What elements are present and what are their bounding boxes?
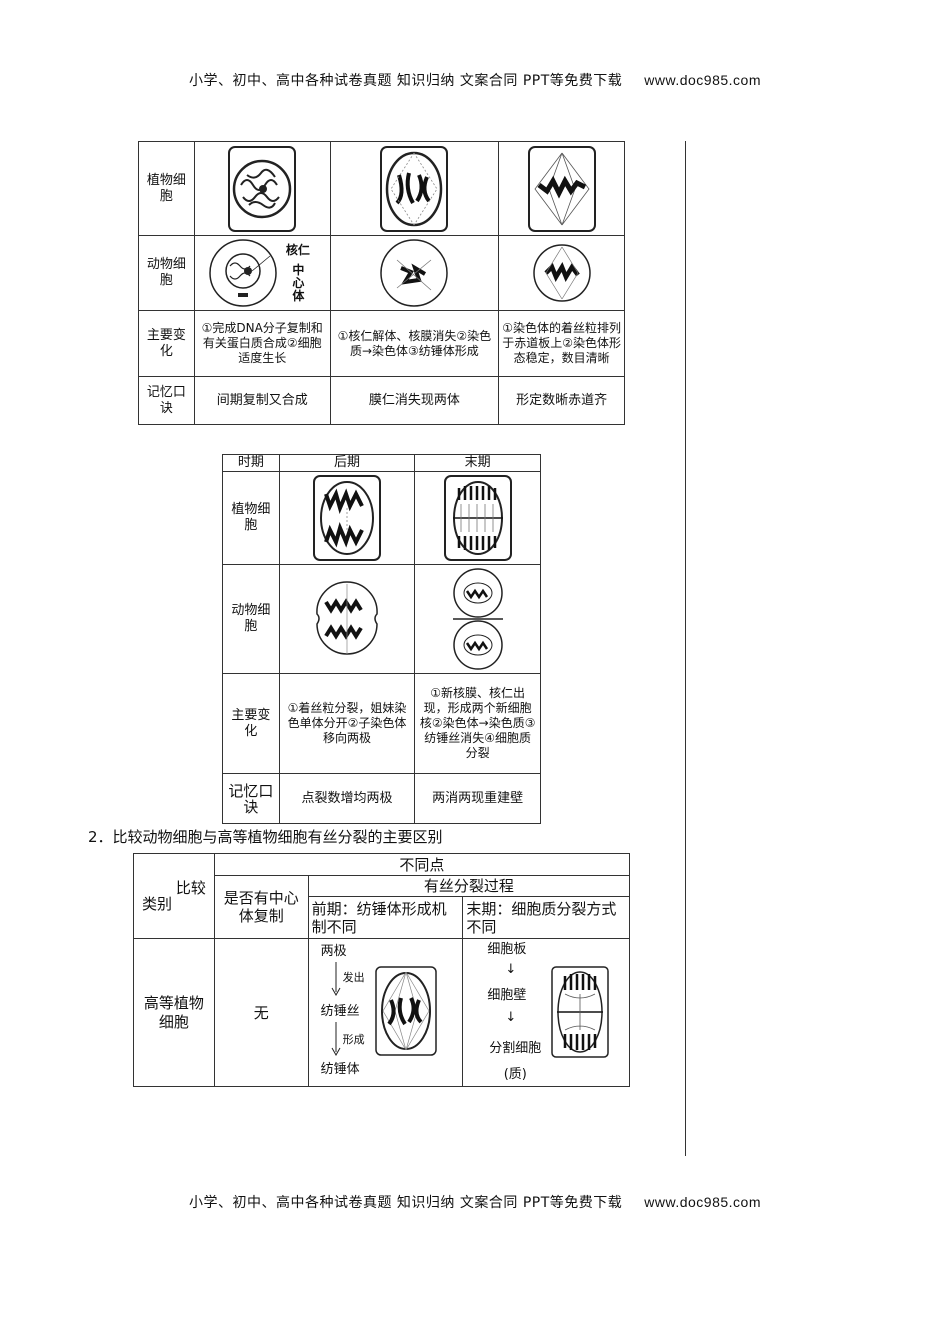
header-text: 小学、初中、高中各种试卷真题 知识归纳 文案合同 PPT等免费下载: [188, 73, 623, 89]
flow-two-poles: 两极: [320, 943, 347, 959]
corner-top: 比较: [175, 879, 206, 897]
label-nucleolus: 核仁: [285, 243, 310, 257]
row-label-animal: 动物细胞: [222, 564, 280, 674]
page-footer: 小学、初中、高中各种试卷真题 知识归纳 文案合同 PPT等免费下载 www.doc…: [0, 1192, 950, 1212]
row-label-mnemonic: 记忆口诀: [222, 773, 280, 824]
mnemonic-metaphase: 形定数晰赤道齐: [498, 376, 625, 425]
animal-prophase-image: [329, 235, 500, 311]
prophase-header: 前期：纺锤体形成机制不同: [307, 896, 464, 939]
animal-metaphase-image: [498, 235, 625, 311]
row-label-plant: 植物细胞: [138, 141, 195, 236]
plant-telophase-image: [414, 471, 541, 565]
plant-anaphase-image: [278, 471, 416, 565]
section-title: 2．比较动物细胞与高等植物细胞有丝分裂的主要区别: [88, 828, 443, 846]
row-label-animal: 动物细胞: [138, 235, 195, 311]
flow-spindle-fiber: 纺锤丝: [320, 1003, 360, 1019]
arrow-down-icon: [331, 1021, 341, 1056]
centrosome-header: 是否有中心体复制: [213, 875, 309, 939]
change-prophase: ①核仁解体、核膜消失②染色质→染色体③纺锤体形成: [329, 310, 500, 377]
flow-cell-wall: 细胞壁: [487, 987, 527, 1003]
centrosome-value: 无: [213, 938, 309, 1087]
animal-interphase-image: 核仁 中心体: [193, 235, 331, 311]
change-anaphase: ①着丝粒分裂，姐妹染色单体分开②子染色体移向两极: [278, 673, 416, 774]
flow-spindle: 纺锤体: [320, 1061, 360, 1077]
mitosis-table-early: 植物细胞 动物细胞 核仁 中心体 主要变化 ①完成DNA分子复制和有关蛋白质合成…: [138, 141, 625, 425]
change-telophase: ①新核膜、核仁出现，形成两个新细胞核②染色体→染色质③纺锤丝消失④细胞质分裂: [414, 673, 541, 774]
footer-text: 小学、初中、高中各种试卷真题 知识归纳 文案合同 PPT等免费下载: [188, 1195, 623, 1211]
corner-bottom: 类别: [142, 895, 173, 913]
arrow-down-icon: [331, 961, 341, 996]
mnemonic-interphase: 间期复制又合成: [193, 376, 331, 425]
mnemonic-telophase: 两消两现重建壁: [414, 773, 541, 824]
plant-metaphase-image: [498, 141, 625, 236]
process-header: 有丝分裂过程: [307, 875, 631, 897]
comparison-table: 比较 类别 不同点 是否有中心体复制 有丝分裂过程 前期：纺锤体形成机制不同 末…: [133, 853, 631, 1087]
page-header: 小学、初中、高中各种试卷真题 知识归纳 文案合同 PPT等免费下载 www.doc…: [0, 70, 950, 90]
change-metaphase: ①染色体的着丝粒排列于赤道板上②染色体形态稳定，数目清晰: [498, 310, 625, 377]
column-divider: [685, 141, 686, 1156]
change-interphase: ①完成DNA分子复制和有关蛋白质合成②细胞适度生长: [193, 310, 331, 377]
plant-prophase-image: [329, 141, 500, 236]
mitosis-table-late: 时期 后期 末期 植物细胞 动物细胞 主要变化 ①着丝粒分裂，姐妹染色单体分开②…: [222, 454, 541, 824]
animal-telophase-image: [414, 564, 541, 674]
prophase-diagram: 两极 发出 纺锤丝 形成 纺锤体: [307, 938, 464, 1087]
telophase-header: 末期：细胞质分裂方式不同: [462, 896, 630, 939]
corner-cell: 比较 类别: [133, 853, 215, 939]
header-anaphase: 后期: [278, 454, 416, 472]
row-label-mnemonic: 记忆口诀: [138, 376, 195, 425]
flow-divide: 分割细胞(质): [489, 1040, 542, 1082]
row-label-higher-plant: 高等植物细胞: [133, 938, 215, 1087]
flow-emit: 发出: [342, 970, 365, 984]
plant-interphase-image: [193, 141, 331, 236]
row-label-changes: 主要变化: [138, 310, 195, 377]
label-centrosome: 中心体: [292, 263, 305, 303]
header-telophase: 末期: [414, 454, 541, 472]
animal-anaphase-image: [278, 564, 416, 674]
flow-cell-plate: 细胞板: [487, 941, 527, 957]
mnemonic-prophase: 膜仁消失现两体: [329, 376, 500, 425]
header-period: 时期: [222, 454, 280, 472]
row-label-plant: 植物细胞: [222, 471, 280, 565]
arrow-down-icon: ↓: [505, 961, 517, 977]
row-label-changes: 主要变化: [222, 673, 280, 774]
mnemonic-anaphase: 点裂数增均两极: [278, 773, 416, 824]
plant-telophase-image: [551, 965, 610, 1058]
flow-form: 形成: [342, 1032, 365, 1046]
arrow-down-icon: ↓: [505, 1009, 517, 1025]
footer-url[interactable]: www.doc985.com: [644, 1194, 761, 1210]
header-url[interactable]: www.doc985.com: [644, 72, 761, 88]
diff-header: 不同点: [213, 853, 631, 876]
plant-prophase-image: [374, 965, 437, 1056]
telophase-diagram: 细胞板 ↓ 细胞壁 ↓ 分割细胞(质): [462, 938, 630, 1087]
